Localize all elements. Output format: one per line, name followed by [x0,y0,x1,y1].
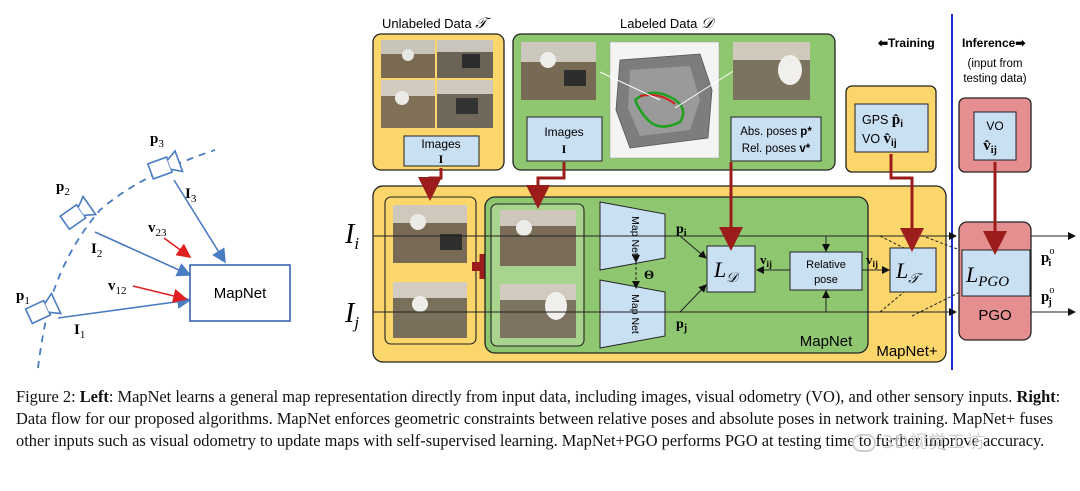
relative-pose-box [789,251,863,291]
caption-right-head: Right [1016,387,1056,406]
caption-left-head: Left [79,387,109,406]
camera-icon-p2 [59,194,98,231]
vo-arrow-12 [132,285,188,303]
dashed-bottom-pgo [911,291,961,317]
dashed-bottom-lt [879,291,905,313]
inference-label: Inference➡ [962,36,1026,50]
pose-label-p2: p2 [56,179,70,198]
map-render [599,41,736,159]
theta-label: Θ [644,267,654,282]
watermark-text: 3D视觉工坊 [882,432,986,453]
camera-icon-p1 [24,291,63,325]
labeled-photo-left [521,42,596,100]
right-panel: Unlabeled Data 𝒯 Labeled Data 𝒟 Images I [344,14,1076,370]
inference-vo-symbol: v̂ij [983,138,997,156]
camera-icon-p3 [146,149,184,180]
mapnet-plus-label: MapNet+ [876,343,938,360]
abs-poses-label: Abs. poses p* [740,126,812,138]
pi-to-ld [679,235,707,259]
training-label: ⬅Training [877,36,935,50]
inference-vo-label: VO [986,119,1003,133]
inference-note-1: (input from [968,58,1023,70]
unlabeled-images-label: Images [421,137,460,151]
mapnet-encoder-bottom [599,279,666,349]
image-arrow-3 [173,179,226,264]
loss-unlabeled-box [889,247,937,293]
dashed-top-pgo [911,231,961,251]
vij-label-left: vij [760,252,772,269]
relative-pose-label-1: Relative [806,259,846,271]
data-flow-arrows [418,154,1007,255]
image-label-i3: I3 [185,186,197,205]
left-panel: p1 p2 p3 I1 I2 I3 v12 v23 MapNet [16,131,291,369]
relative-pose-label-2: pose [814,274,838,286]
mapnet-encoder-bottom-label: Map Net [629,294,641,334]
poses-box [730,116,822,162]
mapnet-label: MapNet [800,333,853,350]
labeled-images-box [526,116,603,162]
pj-to-ld [679,284,707,313]
pose-output-pi: pi [676,222,687,239]
image-arrow-1 [57,294,192,319]
watermark: 3D视觉工坊 [852,428,985,454]
image-label-i2: I2 [91,241,102,260]
vij-label-right: vij [866,252,878,269]
rel-poses-label: Rel. poses v* [742,143,811,155]
left-mapnet-label: MapNet [214,285,267,302]
unlabeled-images-symbol: I [439,152,444,166]
labeled-images-symbol: I [562,142,567,156]
labeled-photo-right [733,42,810,100]
pgo-label: PGO [978,307,1011,324]
caption-right-text: : Data flow for our proposed algorithms.… [16,387,1061,450]
labeled-images-label: Images [544,125,583,139]
loss-labeled-box [706,245,756,293]
trajectory-path [37,149,216,369]
pose-label-p1: p1 [16,288,30,307]
inference-note-2: testing data) [963,73,1026,85]
image-label-i1: I1 [74,322,85,341]
vo-arrow-23 [163,237,192,258]
unlabeled-photo-grid [381,40,493,128]
image-arrow-2 [94,231,192,277]
vo-label: VO v̂ij [862,131,897,149]
pgo-loss-label: LPGO [965,262,1009,290]
input-image-i: Ii [344,219,359,253]
pose-label-p3: p3 [150,131,164,150]
unlabeled-pair-photos [393,205,467,338]
gps-label: GPS p̂i [862,112,903,130]
left-mapnet-box [189,264,291,322]
loss-labeled-label: L𝒟 [713,257,740,286]
unlabeled-data-title: Unlabeled Data 𝒯 [382,16,491,32]
figure-caption: Figure 2: Left: MapNet learns a general … [16,386,1068,452]
gps-vo-inner [854,103,929,153]
labeled-pair-photos [500,210,576,338]
caption-left-text: : MapNet learns a general map representa… [108,387,1013,406]
caption-figure-label: Figure 2: [16,387,76,406]
pgo-loss-box [961,249,1031,297]
vo-label-v12: v12 [108,278,127,297]
plus-icon [472,254,496,279]
unlabeled-images-box [403,135,480,167]
pose-output-pj: pj [676,317,687,334]
input-image-j: Ij [344,298,359,332]
labeled-data-title: Labeled Data 𝒟 [620,16,716,32]
watermark-icon [852,434,876,452]
vo-label-v23: v23 [148,220,167,239]
inference-vo-inner [973,111,1017,161]
